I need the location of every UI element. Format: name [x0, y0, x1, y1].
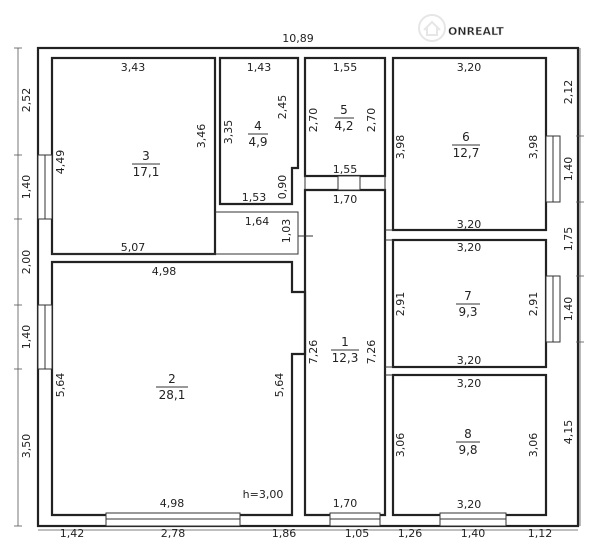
labels: 10,89 2,52 1,40 2,00 1,40 3,50 2,12 1,40…: [20, 32, 575, 540]
room-7-dim-right: 2,91: [527, 292, 540, 317]
room-5-area: 4,2: [334, 119, 353, 133]
room-5-number: 5: [340, 103, 348, 117]
outer-dim-bottom-5: 1,26: [398, 527, 423, 540]
room-6-dim-right: 3,98: [527, 135, 540, 160]
room-7: 3,20 2,91 2,91 3,20 7 9,3: [394, 241, 540, 367]
room-2-number: 2: [168, 372, 176, 386]
room-8-dim-right: 3,06: [527, 433, 540, 458]
windows: [37, 135, 561, 527]
room-7-dim-left: 2,91: [394, 292, 407, 317]
room-2-dim-left: 5,64: [54, 373, 67, 398]
room-6-wall: [391, 56, 548, 232]
outer-dim-left-3: 2,00: [20, 250, 33, 275]
room-6-number: 6: [462, 130, 470, 144]
room-1-dim-right: 7,26: [365, 340, 378, 365]
room-2-dim-right: 5,64: [273, 373, 286, 398]
room-7-dim-bottom: 3,20: [457, 354, 482, 367]
room-3-number: 3: [142, 149, 150, 163]
room-2-dim-bottom: 4,98: [160, 497, 185, 510]
room-7-number: 7: [464, 289, 472, 303]
room-7-area: 9,3: [458, 305, 477, 319]
room-4-area: 4,9: [248, 135, 267, 149]
room-3-area: 17,1: [133, 165, 160, 179]
room-5-dim-bottom: 1,55: [333, 163, 358, 176]
room-8-area: 9,8: [458, 443, 477, 457]
logo: ONREALT: [418, 14, 504, 42]
room-4-dim-notch: 0,90: [276, 175, 289, 200]
room-3-dim-top: 3,43: [121, 61, 146, 74]
dim-passage-height: 1,03: [280, 219, 293, 244]
outer-dim-left-1: 2,52: [20, 88, 33, 113]
room-2-area: 28,1: [159, 388, 186, 402]
room-8-dim-top: 3,20: [457, 377, 482, 390]
room-6-dim-left: 3,98: [394, 135, 407, 160]
dim-passage-width: 1,64: [245, 215, 270, 228]
room-8-dim-left: 3,06: [394, 433, 407, 458]
ceiling-height-label: h=3,00: [243, 488, 284, 501]
room-1-dim-top: 1,70: [333, 193, 358, 206]
room-5: 1,55 2,70 2,70 1,55 5 4,2: [307, 61, 378, 176]
room-2-dim-top: 4,98: [152, 265, 177, 278]
room-2: 4,98 5,64 5,64 4,98 2 28,1 h=3,00: [54, 265, 286, 510]
room-4-dim-right: 2,45: [276, 95, 289, 120]
outer-dim-bottom-1: 1,42: [60, 527, 85, 540]
outer-dim-right-4: 1,40: [562, 297, 575, 322]
house-icon: [418, 14, 446, 42]
partition-a: [52, 211, 299, 255]
room-5-dim-left: 2,70: [307, 108, 320, 133]
outer-dim-right-3: 1,75: [562, 227, 575, 252]
room-3-dim-right: 3,46: [195, 124, 208, 149]
partition-d: [385, 229, 393, 376]
room-6: 3,20 3,98 3,98 3,20 6 12,7: [394, 61, 540, 231]
outer-dim-bottom-7: 1,12: [528, 527, 553, 540]
room-3-wall: [50, 56, 217, 256]
room-8-number: 8: [464, 427, 472, 441]
outer-dim-bottom-4: 1,05: [345, 527, 370, 540]
room-4-wall: [218, 56, 300, 206]
room-1: 1,70 7,26 7,26 1,70 1 12,3: [307, 193, 378, 510]
room-3-dim-bottom: 5,07: [121, 241, 146, 254]
partition-c: [304, 176, 386, 190]
room-1-dim-left: 7,26: [307, 340, 320, 365]
room-7-dim-top: 3,20: [457, 241, 482, 254]
room-6-dim-top: 3,20: [457, 61, 482, 74]
room-1-dim-bottom: 1,70: [333, 497, 358, 510]
room-3-dim-left: 4,49: [54, 150, 67, 175]
room-1-number: 1: [341, 335, 349, 349]
overall-width-label: 10,89: [282, 32, 314, 45]
room-6-dim-bottom: 3,20: [457, 218, 482, 231]
outer-dim-left-5: 3,50: [20, 434, 33, 459]
outer-wall: [36, 46, 580, 528]
room-4-number: 4: [254, 119, 262, 133]
outer-dim-bottom-6: 1,40: [461, 527, 486, 540]
room-5-dim-top: 1,55: [333, 61, 358, 74]
room-8-dim-bottom: 3,20: [457, 498, 482, 511]
room-5-dim-right: 2,70: [365, 108, 378, 133]
room-4-dim-left: 3,35: [222, 120, 235, 145]
room-4-dim-bottom: 1,53: [242, 191, 267, 204]
outer-dim-right-2: 1,40: [562, 157, 575, 182]
room-4: 1,43 3,35 2,45 0,90 1,53 4 4,9: [222, 61, 289, 204]
outer-dim-left-2: 1,40: [20, 175, 33, 200]
outer-dim-left-4: 1,40: [20, 325, 33, 350]
room-8: 3,20 3,06 3,06 3,20 8 9,8: [394, 377, 540, 511]
room-4-dim-top: 1,43: [247, 61, 272, 74]
outer-dim-right-5: 4,15: [562, 420, 575, 445]
outer-dim-bottom-3: 1,86: [272, 527, 297, 540]
room-1-area: 12,3: [332, 351, 359, 365]
outer-dim-right-1: 2,12: [562, 80, 575, 105]
vent-room5: [337, 175, 361, 191]
room-3: 3,43 4,49 3,46 5,07 3 17,1: [54, 61, 208, 254]
outer-dim-bottom-2: 2,78: [161, 527, 186, 540]
room-6-area: 12,7: [453, 146, 480, 160]
logo-text: ONREALT: [448, 25, 504, 38]
dimension-ticks: [14, 47, 584, 531]
